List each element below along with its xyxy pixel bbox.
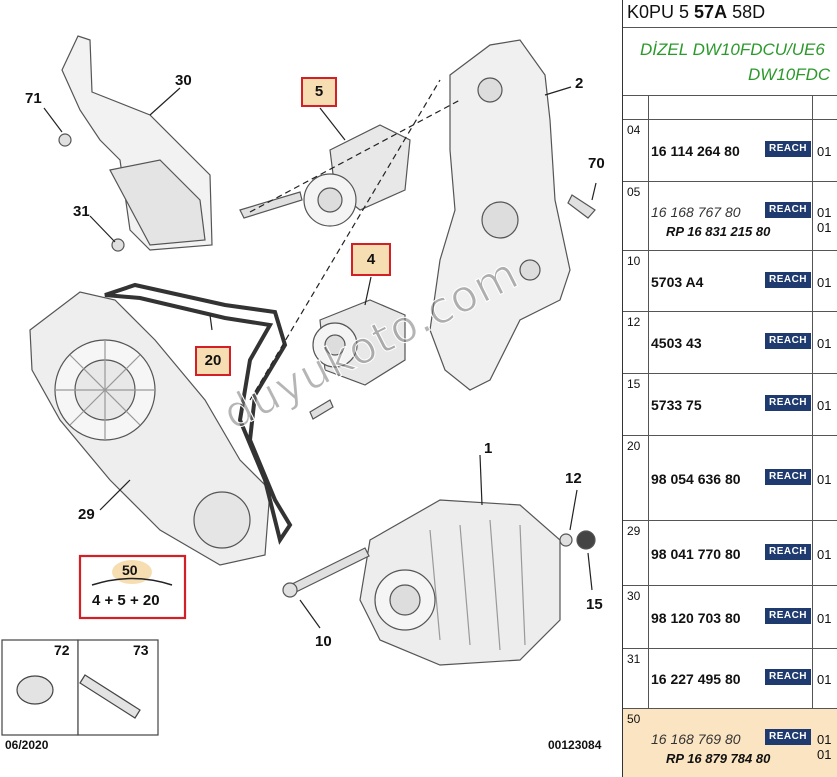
table-row[interactable]: 05 16 168 767 80 REACH 01 RP 16 831 215 80 01 xyxy=(623,181,837,250)
label-10[interactable]: 10 xyxy=(315,633,332,650)
label-12[interactable]: 12 xyxy=(565,470,582,487)
divider xyxy=(623,27,837,28)
part-number[interactable]: 5733 75 xyxy=(651,397,702,413)
row-index: 29 xyxy=(627,524,641,538)
kit-formula: 4 + 5 + 20 xyxy=(92,592,160,609)
row-index: 30 xyxy=(627,589,641,603)
label-5[interactable]: 5 xyxy=(301,77,337,107)
cover-29 xyxy=(29,291,271,566)
label-70[interactable]: 70 xyxy=(588,155,605,172)
panel-title: K0PU 5 57A 58D xyxy=(627,2,766,22)
row-index: 10 xyxy=(627,254,641,268)
row-index: 15 xyxy=(627,377,641,391)
label-15[interactable]: 15 xyxy=(586,596,603,613)
diagram-drawing xyxy=(1,35,597,736)
engine-desc-line2: DW10FDC xyxy=(748,65,831,84)
reach-badge: REACH xyxy=(765,608,811,624)
table-row[interactable]: 29 98 041 770 80 REACH 01 xyxy=(623,520,837,585)
table-row[interactable]: 12 4503 43 REACH 01 xyxy=(623,311,837,373)
label-20[interactable]: 20 xyxy=(195,346,231,376)
label-31[interactable]: 31 xyxy=(73,203,90,220)
reach-badge: REACH xyxy=(765,544,811,560)
label-30[interactable]: 30 xyxy=(175,72,192,89)
reach-badge: REACH xyxy=(765,669,811,685)
label-71[interactable]: 71 xyxy=(25,90,42,107)
quantity: 01 xyxy=(817,472,832,487)
quantity: 01 xyxy=(817,144,832,159)
replacement-part-number[interactable]: RP 16 831 215 80 xyxy=(666,224,771,239)
part-number[interactable]: 4503 43 xyxy=(651,335,702,351)
replacement-part-number[interactable]: RP 16 879 784 80 xyxy=(666,751,771,766)
part-number[interactable]: 16 227 495 80 xyxy=(651,671,741,687)
quantity: 01 xyxy=(817,672,832,687)
diagram-date: 06/2020 xyxy=(5,738,49,752)
leader-lines xyxy=(43,79,597,629)
diagram-ref: 00123084 xyxy=(548,738,602,752)
reach-badge: REACH xyxy=(765,469,811,485)
row-index: 05 xyxy=(627,185,641,199)
quantity: 01 xyxy=(817,336,832,351)
part-number[interactable]: 16 168 767 80 xyxy=(651,204,741,220)
parts-diagram: 5 4 20 2 1 70 12 15 10 29 30 71 31 50 4 … xyxy=(1,35,605,752)
tensioner-5 xyxy=(303,124,411,227)
row-index: 12 xyxy=(627,315,641,329)
table-row[interactable]: 30 98 120 703 80 REACH 01 xyxy=(623,585,837,648)
label-73[interactable]: 73 xyxy=(133,642,149,658)
table-row[interactable]: 15 5733 75 REACH 01 xyxy=(623,373,837,435)
part-number[interactable]: 98 041 770 80 xyxy=(651,546,741,562)
quantity: 01 xyxy=(817,732,832,747)
engine-desc-line1: DİZEL DW10FDCU/UE6 xyxy=(640,40,825,59)
table-row[interactable]: 20 98 054 636 80 REACH 01 xyxy=(623,435,837,520)
table-row[interactable]: 10 5703 A4 REACH 01 xyxy=(623,250,837,311)
label-29[interactable]: 29 xyxy=(78,506,95,523)
bracket-30 xyxy=(61,35,213,251)
reach-badge: REACH xyxy=(765,141,811,157)
reach-badge: REACH xyxy=(765,272,811,288)
table-row[interactable]: 04 16 114 264 80 REACH 01 xyxy=(623,119,837,181)
replacement-quantity: 01 xyxy=(817,747,832,762)
label-50[interactable]: 50 xyxy=(122,562,138,578)
bracket-2 xyxy=(429,39,571,391)
replacement-quantity: 01 xyxy=(817,220,832,235)
alternator-1 xyxy=(359,499,561,666)
table-row[interactable]: 31 16 227 495 80 REACH 01 xyxy=(623,648,837,708)
row-index: 31 xyxy=(627,652,641,666)
quantity: 01 xyxy=(817,275,832,290)
quantity: 01 xyxy=(817,547,832,562)
reach-badge: REACH xyxy=(765,333,811,349)
inset-boxes xyxy=(1,639,159,736)
parts-panel: K0PU 5 57A 58D DİZEL DW10FDCU/UE6 DW10FD… xyxy=(622,0,837,777)
bolts xyxy=(58,133,596,598)
part-number[interactable]: 16 114 264 80 xyxy=(651,143,740,159)
quantity: 01 xyxy=(817,611,832,626)
reach-badge: REACH xyxy=(765,202,811,218)
table-row[interactable]: 50 16 168 769 80 REACH 01 RP 16 879 784 80 01 xyxy=(623,708,837,777)
row-index: 04 xyxy=(627,123,641,137)
tensioner-4 xyxy=(312,299,406,386)
quantity: 01 xyxy=(817,205,832,220)
belt-20 xyxy=(104,282,293,545)
row-index: 50 xyxy=(627,712,641,726)
col-divider xyxy=(812,95,813,777)
quantity: 01 xyxy=(817,398,832,413)
col-divider xyxy=(648,95,649,777)
reach-badge: REACH xyxy=(765,729,811,745)
part-number[interactable]: 98 054 636 80 xyxy=(651,471,741,487)
part-number[interactable]: 16 168 769 80 xyxy=(651,731,741,747)
label-72[interactable]: 72 xyxy=(54,642,70,658)
label-1[interactable]: 1 xyxy=(484,440,493,457)
part-number[interactable]: 5703 A4 xyxy=(651,274,704,290)
divider xyxy=(623,95,837,96)
row-index: 20 xyxy=(627,439,641,453)
reach-badge: REACH xyxy=(765,395,811,411)
kit-box xyxy=(78,554,187,620)
part-number[interactable]: 98 120 703 80 xyxy=(651,610,741,626)
label-2[interactable]: 2 xyxy=(575,75,584,92)
label-4[interactable]: 4 xyxy=(351,243,391,276)
